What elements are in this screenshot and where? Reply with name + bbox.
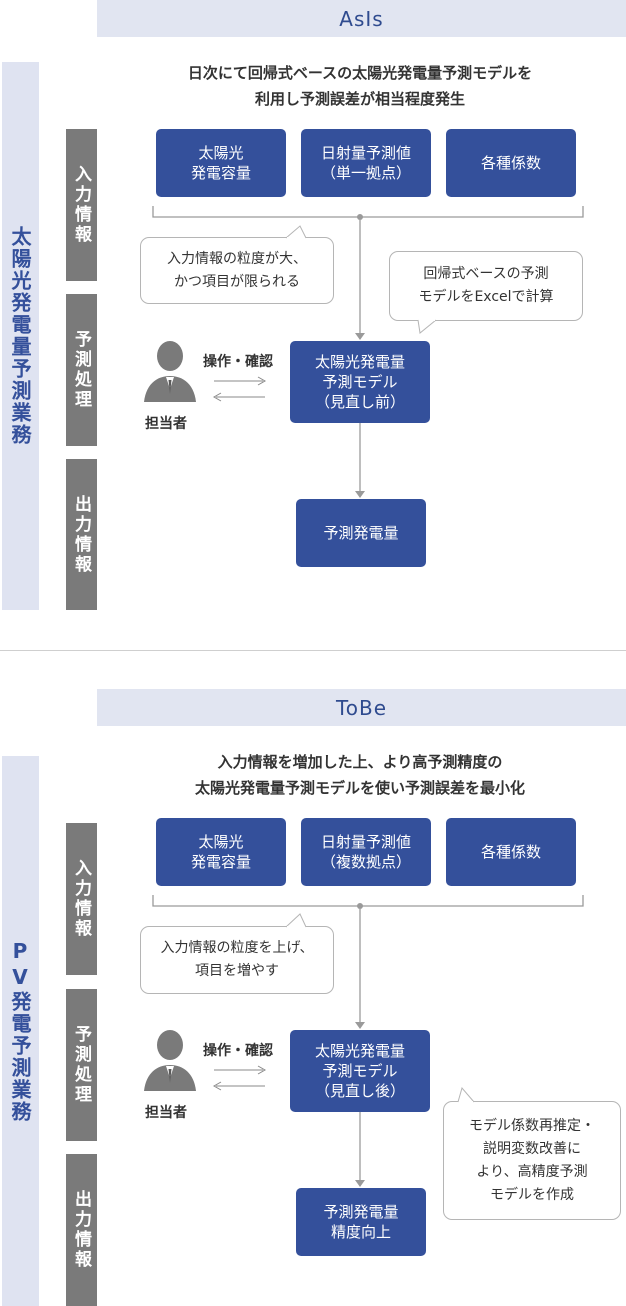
tobe-input-irradiance: 日射量予測値 （複数拠点） (301, 818, 431, 886)
tobe-phase-output: 出力情報 (66, 1154, 97, 1306)
tobe-input-bracket (152, 895, 584, 907)
tobe-headline: 入力情報を増加した上、より高予測精度の 太陽光発電量予測モデルを使い予測誤差を最… (194, 753, 525, 797)
tobe-phase-output-text: 出力情報 (71, 1190, 91, 1270)
tobe-bubble-right-tail (457, 1086, 475, 1103)
asis-connectors (144, 206, 584, 498)
asis-operator-action: 操作・確認 (203, 354, 273, 370)
tobe-arrowhead-output (355, 1180, 365, 1187)
asis-side-label-text: 太陽光発電量予測業務 (8, 226, 32, 446)
asis-input-bracket (152, 206, 584, 218)
tobe-bubble-model-note: モデル係数再推定・ 説明変数改善に より、高精度予測 モデルを作成 (443, 1101, 621, 1220)
asis-arrowhead-model (355, 333, 365, 340)
tobe-operator-label: 担当者 (145, 1105, 187, 1121)
tobe-input-coefficients: 各種係数 (446, 818, 576, 886)
tobe-arrowhead-model (355, 1022, 365, 1029)
asis-phase-process: 予測処理 (66, 294, 97, 446)
section-divider (0, 650, 626, 651)
asis-bubble-model-note: 回帰式ベースの予測 モデルをExcelで計算 (389, 251, 583, 321)
asis-headline: 日次にて回帰式ベースの太陽光発電量予測モデルを 利用し予測誤差が相当程度発生 (187, 64, 533, 108)
asis-bubble-right-tail (417, 319, 437, 334)
tobe-bubble-input-note: 入力情報の粒度を上げ、 項目を増やす (140, 926, 334, 994)
tobe-person-icon (144, 1030, 196, 1091)
asis-input-irradiance: 日射量予測値 （単一拠点） (301, 129, 431, 197)
tobe-phase-input-text: 入力情報 (71, 859, 91, 939)
asis-arrowhead-output (355, 491, 365, 498)
tobe-side-label-text: PV発電予測業務 (8, 939, 32, 1123)
asis-model-box: 太陽光発電量 予測モデル （見直し前） (290, 341, 430, 423)
tobe-output-box: 予測発電量 精度向上 (296, 1188, 426, 1256)
asis-phase-process-text: 予測処理 (71, 330, 91, 410)
tobe-banner: ToBe (97, 689, 626, 726)
tobe-model-box: 太陽光発電量 予測モデル （見直し後） (290, 1030, 430, 1112)
asis-banner: AsIs (97, 0, 626, 37)
tobe-bubble-left-tail (285, 913, 307, 928)
tobe-input-capacity: 太陽光 発電容量 (156, 818, 286, 886)
asis-output-box: 予測発電量 (296, 499, 426, 567)
asis-bubble-left-tail (285, 225, 307, 239)
tobe-phase-input: 入力情報 (66, 823, 97, 975)
asis-bracket-node (357, 214, 363, 220)
asis-phase-input-text: 入力情報 (71, 165, 91, 245)
asis-operator-label: 担当者 (145, 416, 187, 432)
tobe-side-label: PV発電予測業務 (2, 756, 39, 1306)
asis-phase-output: 出力情報 (66, 459, 97, 610)
asis-phase-output-text: 出力情報 (71, 494, 91, 575)
asis-phase-input: 入力情報 (66, 129, 97, 281)
asis-input-coefficients: 各種係数 (446, 129, 576, 197)
tobe-phase-process-text: 予測処理 (71, 1025, 91, 1105)
asis-side-label: 太陽光発電量予測業務 (2, 62, 39, 610)
asis-input-capacity: 太陽光 発電容量 (156, 129, 286, 197)
asis-bubble-input-note: 入力情報の粒度が大、 かつ項目が限られる (140, 237, 334, 304)
tobe-phase-process: 予測処理 (66, 989, 97, 1141)
tobe-bracket-node (357, 903, 363, 909)
tobe-operator-action: 操作・確認 (203, 1043, 273, 1059)
asis-person-icon (144, 341, 196, 402)
